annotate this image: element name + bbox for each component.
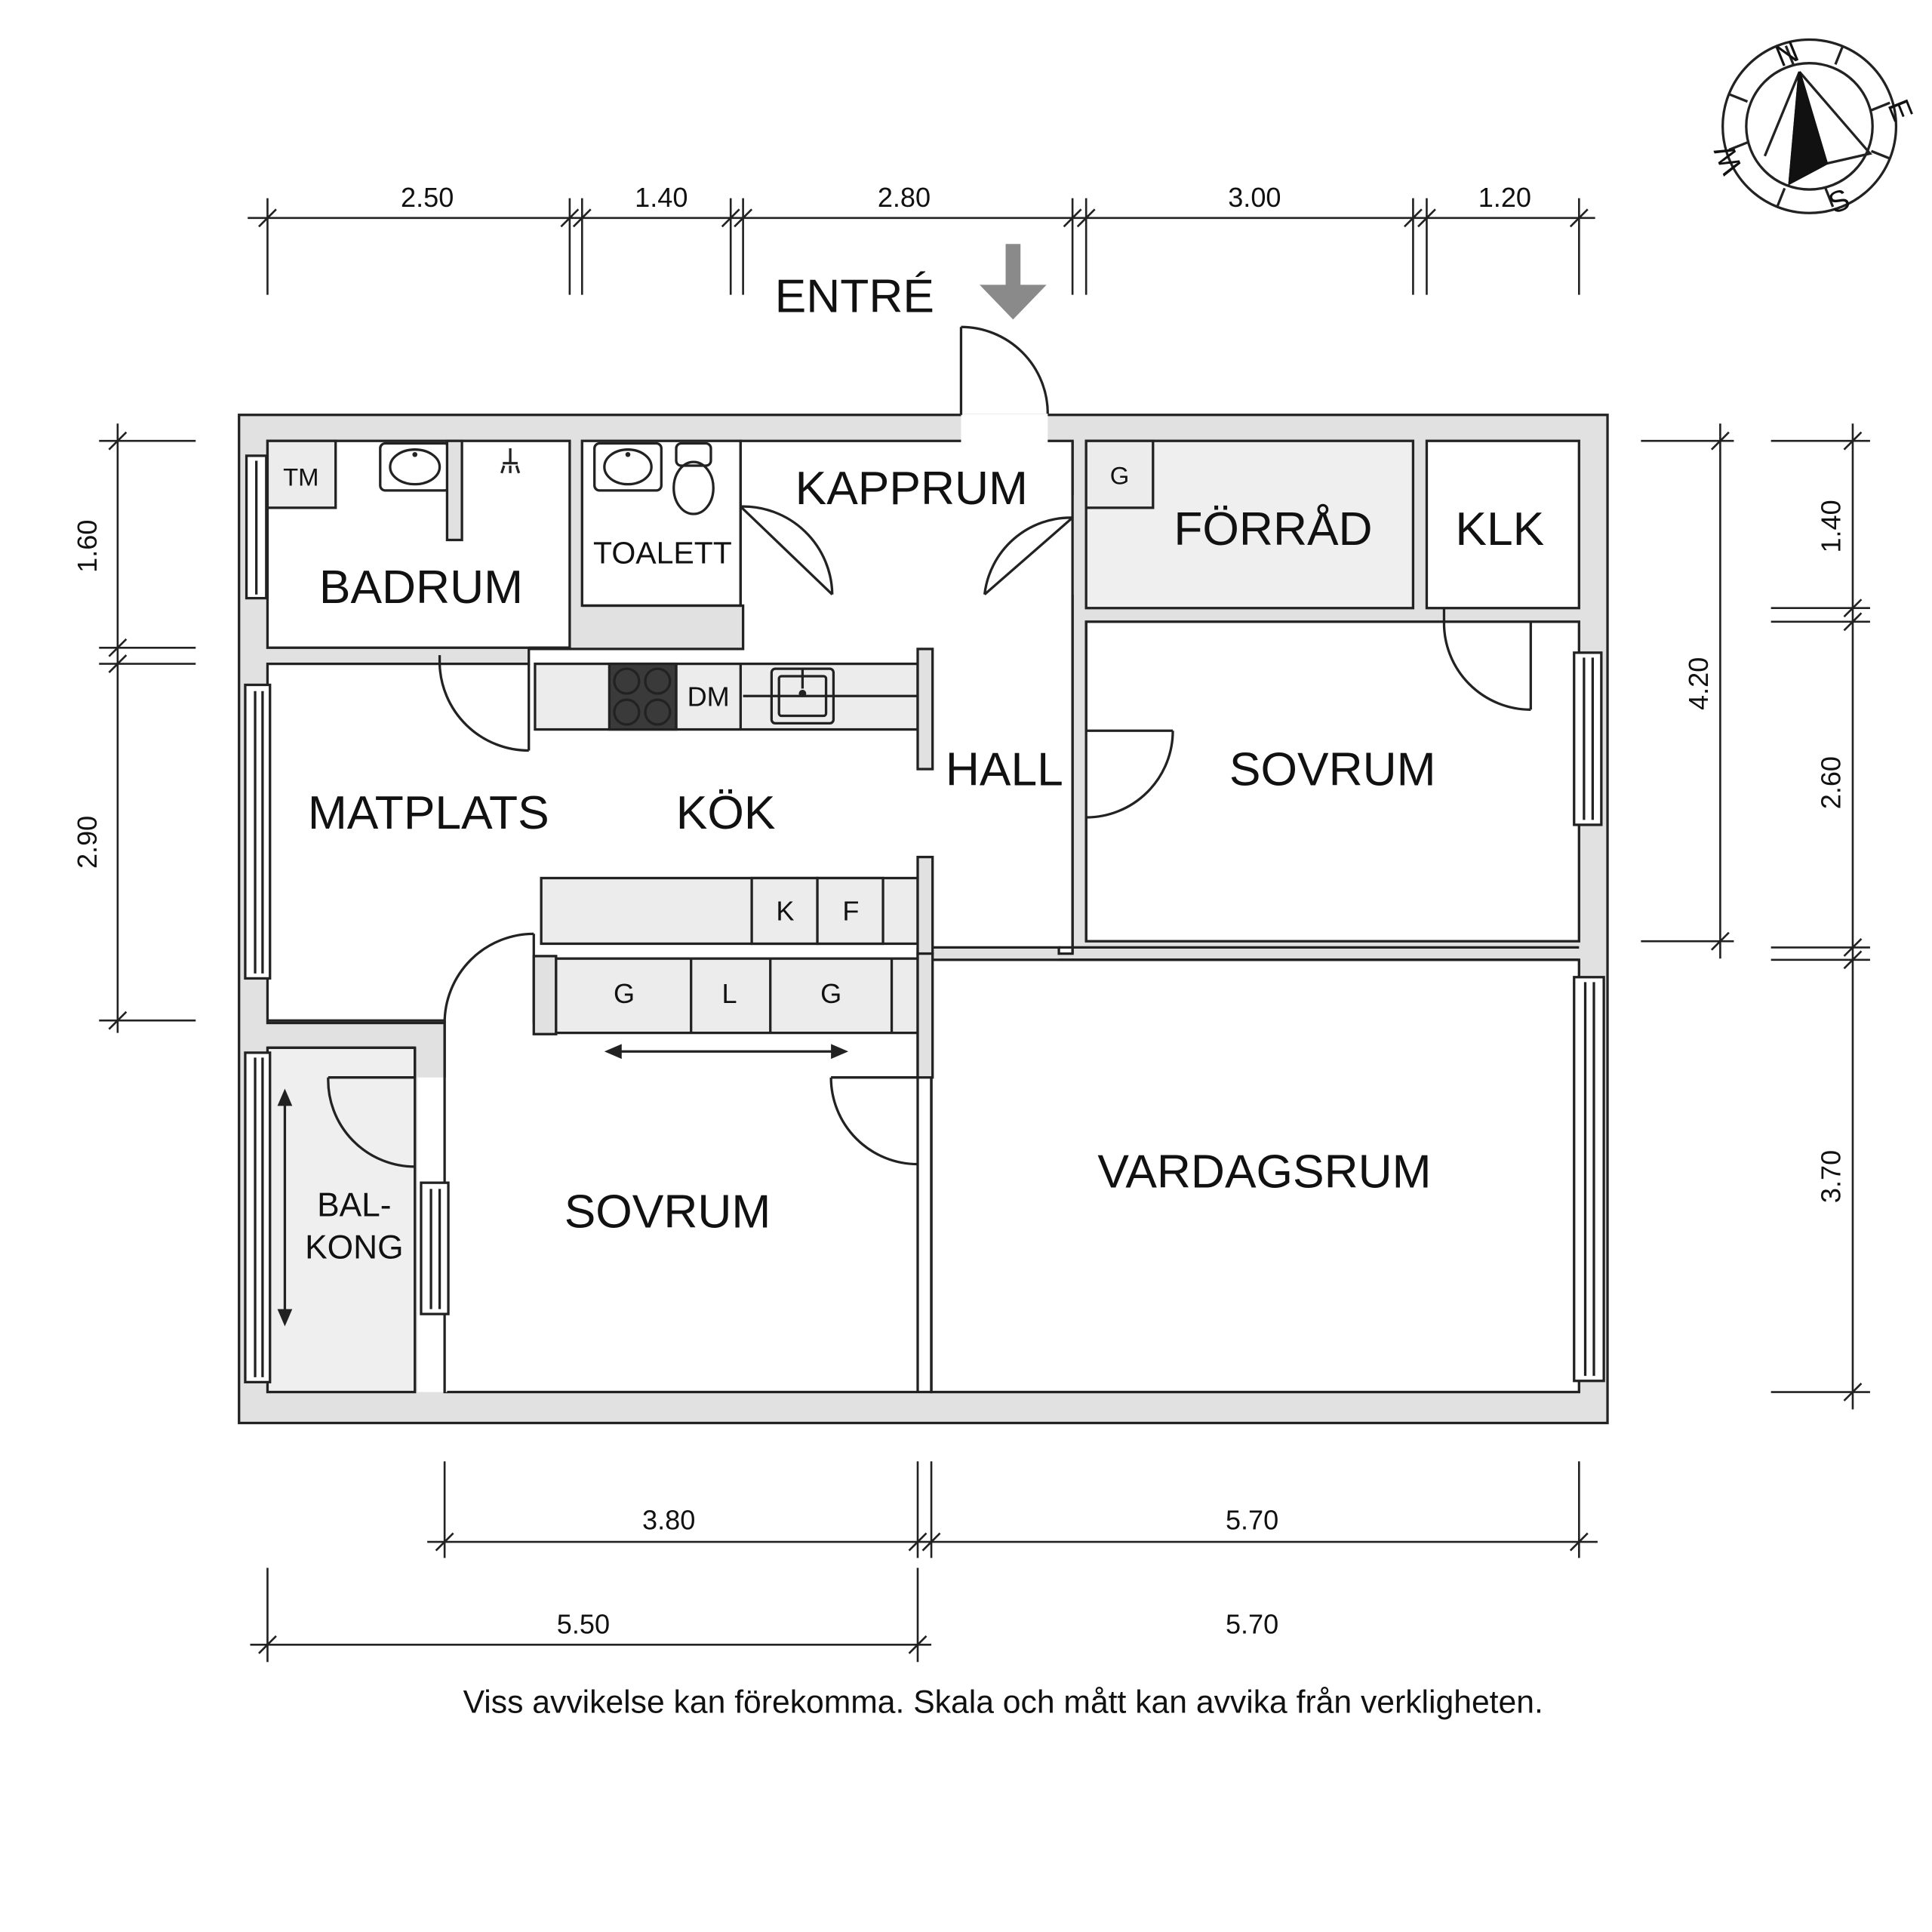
door-toalett	[740, 505, 834, 595]
dimension-right-inner: 4.20	[1641, 423, 1734, 959]
compass-s: S	[1824, 183, 1855, 221]
label-forrad: FÖRRÅD	[1174, 503, 1372, 555]
label-matplats: MATPLATS	[308, 787, 549, 839]
tm-label: TM	[283, 463, 318, 491]
window-sovrum-top	[1573, 651, 1603, 826]
freezer	[816, 876, 884, 946]
door-klk	[1442, 608, 1532, 711]
svg-text:2.50: 2.50	[401, 182, 454, 213]
g-forrad-label: G	[1110, 462, 1130, 490]
room-balkong	[266, 1046, 417, 1394]
window-matplats	[244, 683, 272, 980]
svg-text:5.50: 5.50	[557, 1609, 610, 1640]
svg-text:3.80: 3.80	[642, 1505, 695, 1536]
svg-text:2.60: 2.60	[1816, 756, 1847, 809]
label-hall: HALL	[946, 743, 1063, 795]
forrad-g-box	[1084, 439, 1155, 509]
compass-w: W	[1708, 140, 1749, 179]
label-sovrum-top: SOVRUM	[1229, 743, 1436, 795]
shower-head-icon	[500, 448, 521, 474]
label-kapprum: KAPPRUM	[795, 463, 1028, 515]
dimension-left: 1.60 2.90	[72, 423, 196, 1033]
door-vardagsrum	[829, 1076, 918, 1166]
svg-text:2.90: 2.90	[72, 816, 103, 869]
dimension-bottom-inner: 3.80 5.70	[427, 1461, 1598, 1558]
entrance-opening	[961, 414, 1048, 444]
label-balkong-2: KONG	[305, 1229, 403, 1266]
g2-label: G	[820, 978, 841, 1009]
door-sovrum-top	[1086, 729, 1174, 819]
label-kok: KÖK	[676, 787, 776, 839]
stove	[608, 662, 678, 731]
label-vardagsrum: VARDAGSRUM	[1097, 1146, 1431, 1198]
label-balkong-1: BAL-	[317, 1186, 391, 1223]
window-sovrum-bottom	[420, 1181, 450, 1315]
counter-wall-stub	[916, 648, 934, 771]
l-label: L	[722, 978, 737, 1009]
room-sovrum-top	[1084, 620, 1580, 943]
svg-text:2.80: 2.80	[878, 182, 931, 213]
washing-machine	[266, 439, 337, 509]
dimension-right-outer: 1.40 2.60 3.70	[1770, 423, 1870, 1410]
k-label: K	[776, 895, 794, 926]
counter-wall-stub-2	[916, 855, 934, 955]
double-arrow-vertical	[277, 1088, 293, 1327]
label-badrum: BADRUM	[319, 561, 523, 614]
disclaimer: Viss avvikelse kan förekomma. Skala och …	[463, 1684, 1543, 1721]
room-klk	[1425, 439, 1580, 610]
svg-text:1.60: 1.60	[72, 520, 103, 573]
door-forrad	[983, 516, 1074, 595]
label-sovrum-bottom: SOVRUM	[565, 1186, 771, 1238]
room-vardagsrum	[930, 958, 1580, 1394]
svg-text:3.70: 3.70	[1816, 1150, 1847, 1203]
entrance-arrow-icon	[980, 244, 1047, 320]
compass-icon: N E S W	[1708, 35, 1920, 220]
svg-text:1.20: 1.20	[1478, 182, 1531, 213]
door-entrance	[959, 325, 1049, 415]
label-klk: KLK	[1455, 503, 1544, 555]
f-label: F	[842, 895, 859, 926]
svg-text:3.00: 3.00	[1228, 182, 1281, 213]
toilet-icon	[672, 441, 715, 515]
toalett-sink	[593, 441, 663, 492]
wardrobe-wall	[532, 955, 558, 1035]
svg-text:1.40: 1.40	[1816, 500, 1847, 552]
label-toalett: TOALETT	[593, 536, 732, 571]
label-entre: ENTRÉ	[775, 271, 934, 323]
g1-label: G	[614, 978, 635, 1009]
window-vardagsrum	[1573, 976, 1605, 1383]
window-balkong-outer	[244, 1051, 272, 1384]
wardrobe-side-wall	[916, 952, 934, 1079]
svg-text:1.40: 1.40	[635, 182, 688, 213]
svg-text:4.20: 4.20	[1683, 657, 1714, 710]
door-badrum	[438, 655, 531, 752]
double-arrow-horizontal	[604, 1044, 849, 1060]
dm-label: DM	[688, 681, 730, 712]
svg-text:5.70: 5.70	[1226, 1505, 1278, 1536]
svg-text:5.70: 5.70	[1226, 1609, 1278, 1640]
shower-wall	[445, 439, 463, 542]
compass-e: E	[1881, 95, 1920, 126]
door-balkong	[327, 1076, 415, 1168]
dimension-bottom-outer: 5.50 5.70	[250, 1567, 1278, 1663]
wardrobe-row	[555, 957, 919, 1035]
dimension-top: 2.50 1.40 2.80 3.00 1.20	[248, 182, 1595, 295]
